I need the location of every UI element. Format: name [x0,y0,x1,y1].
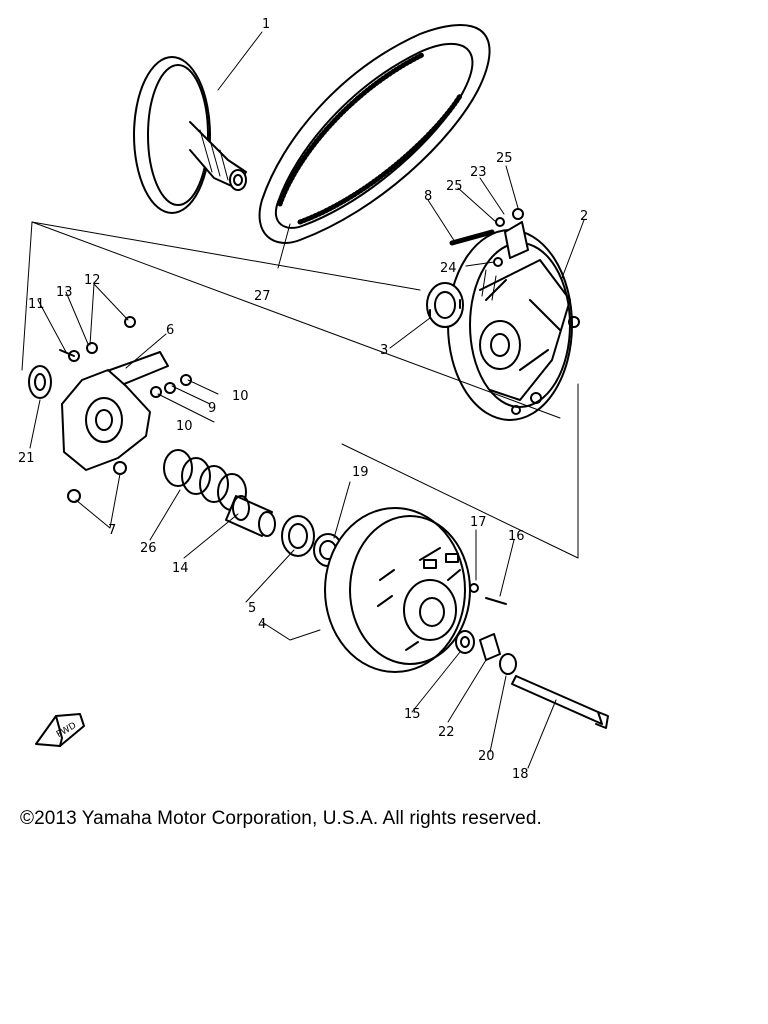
callout-13: 13 [56,285,73,300]
callout-21: 21 [18,451,35,466]
spider-hub-left [61,351,169,471]
bushing [426,282,464,328]
callout-12: 12 [84,273,101,288]
callout-3: 3 [380,343,388,358]
movable-sheave-right [447,221,580,421]
callout-20: 20 [478,749,495,764]
callout-22: 22 [438,725,455,740]
callout-18: 18 [512,767,529,782]
callout-17: 17 [470,515,487,530]
callout-27: 27 [254,289,271,304]
assembly-lines [21,221,579,559]
callout-25b: 25 [496,151,513,166]
callout-7: 7 [108,523,116,538]
callout-9: 9 [208,401,216,416]
callout-11: 11 [28,297,45,312]
drive-belt [258,24,491,244]
callout-10b: 10 [176,419,193,434]
callout-16: 16 [508,529,525,544]
callout-5: 5 [248,601,256,616]
primary-sheave-assembly [324,507,471,673]
copyright-notice: ©2013 Yamaha Motor Corporation, U.S.A. A… [20,808,542,829]
callout-23: 23 [470,165,487,180]
callout-4: 4 [258,617,266,632]
exploded-parts-diagram: 1 2 3 4 5 6 7 8 9 10 10 11 12 13 14 15 1… [18,17,609,782]
callout-6: 6 [166,323,174,338]
callout-19: 19 [352,465,369,480]
callout-8: 8 [424,189,432,204]
fixed-sheave [133,56,247,214]
callout-24: 24 [440,261,457,276]
collar [225,495,276,537]
callout-1: 1 [262,17,270,32]
callout-10a: 10 [232,389,249,404]
callout-14: 14 [172,561,189,576]
callout-15: 15 [404,707,421,722]
washer-left [28,365,52,399]
bolt-and-washers-right [455,583,609,729]
fwd-arrow-icon [35,713,85,747]
callout-2: 2 [580,209,588,224]
callout-26: 26 [140,541,157,556]
callout-25a: 25 [446,179,463,194]
bearing [281,515,315,557]
callout-numbers: 1 2 3 4 5 6 7 8 9 10 10 11 12 13 14 15 1… [18,17,588,782]
leader-lines [29,31,585,769]
